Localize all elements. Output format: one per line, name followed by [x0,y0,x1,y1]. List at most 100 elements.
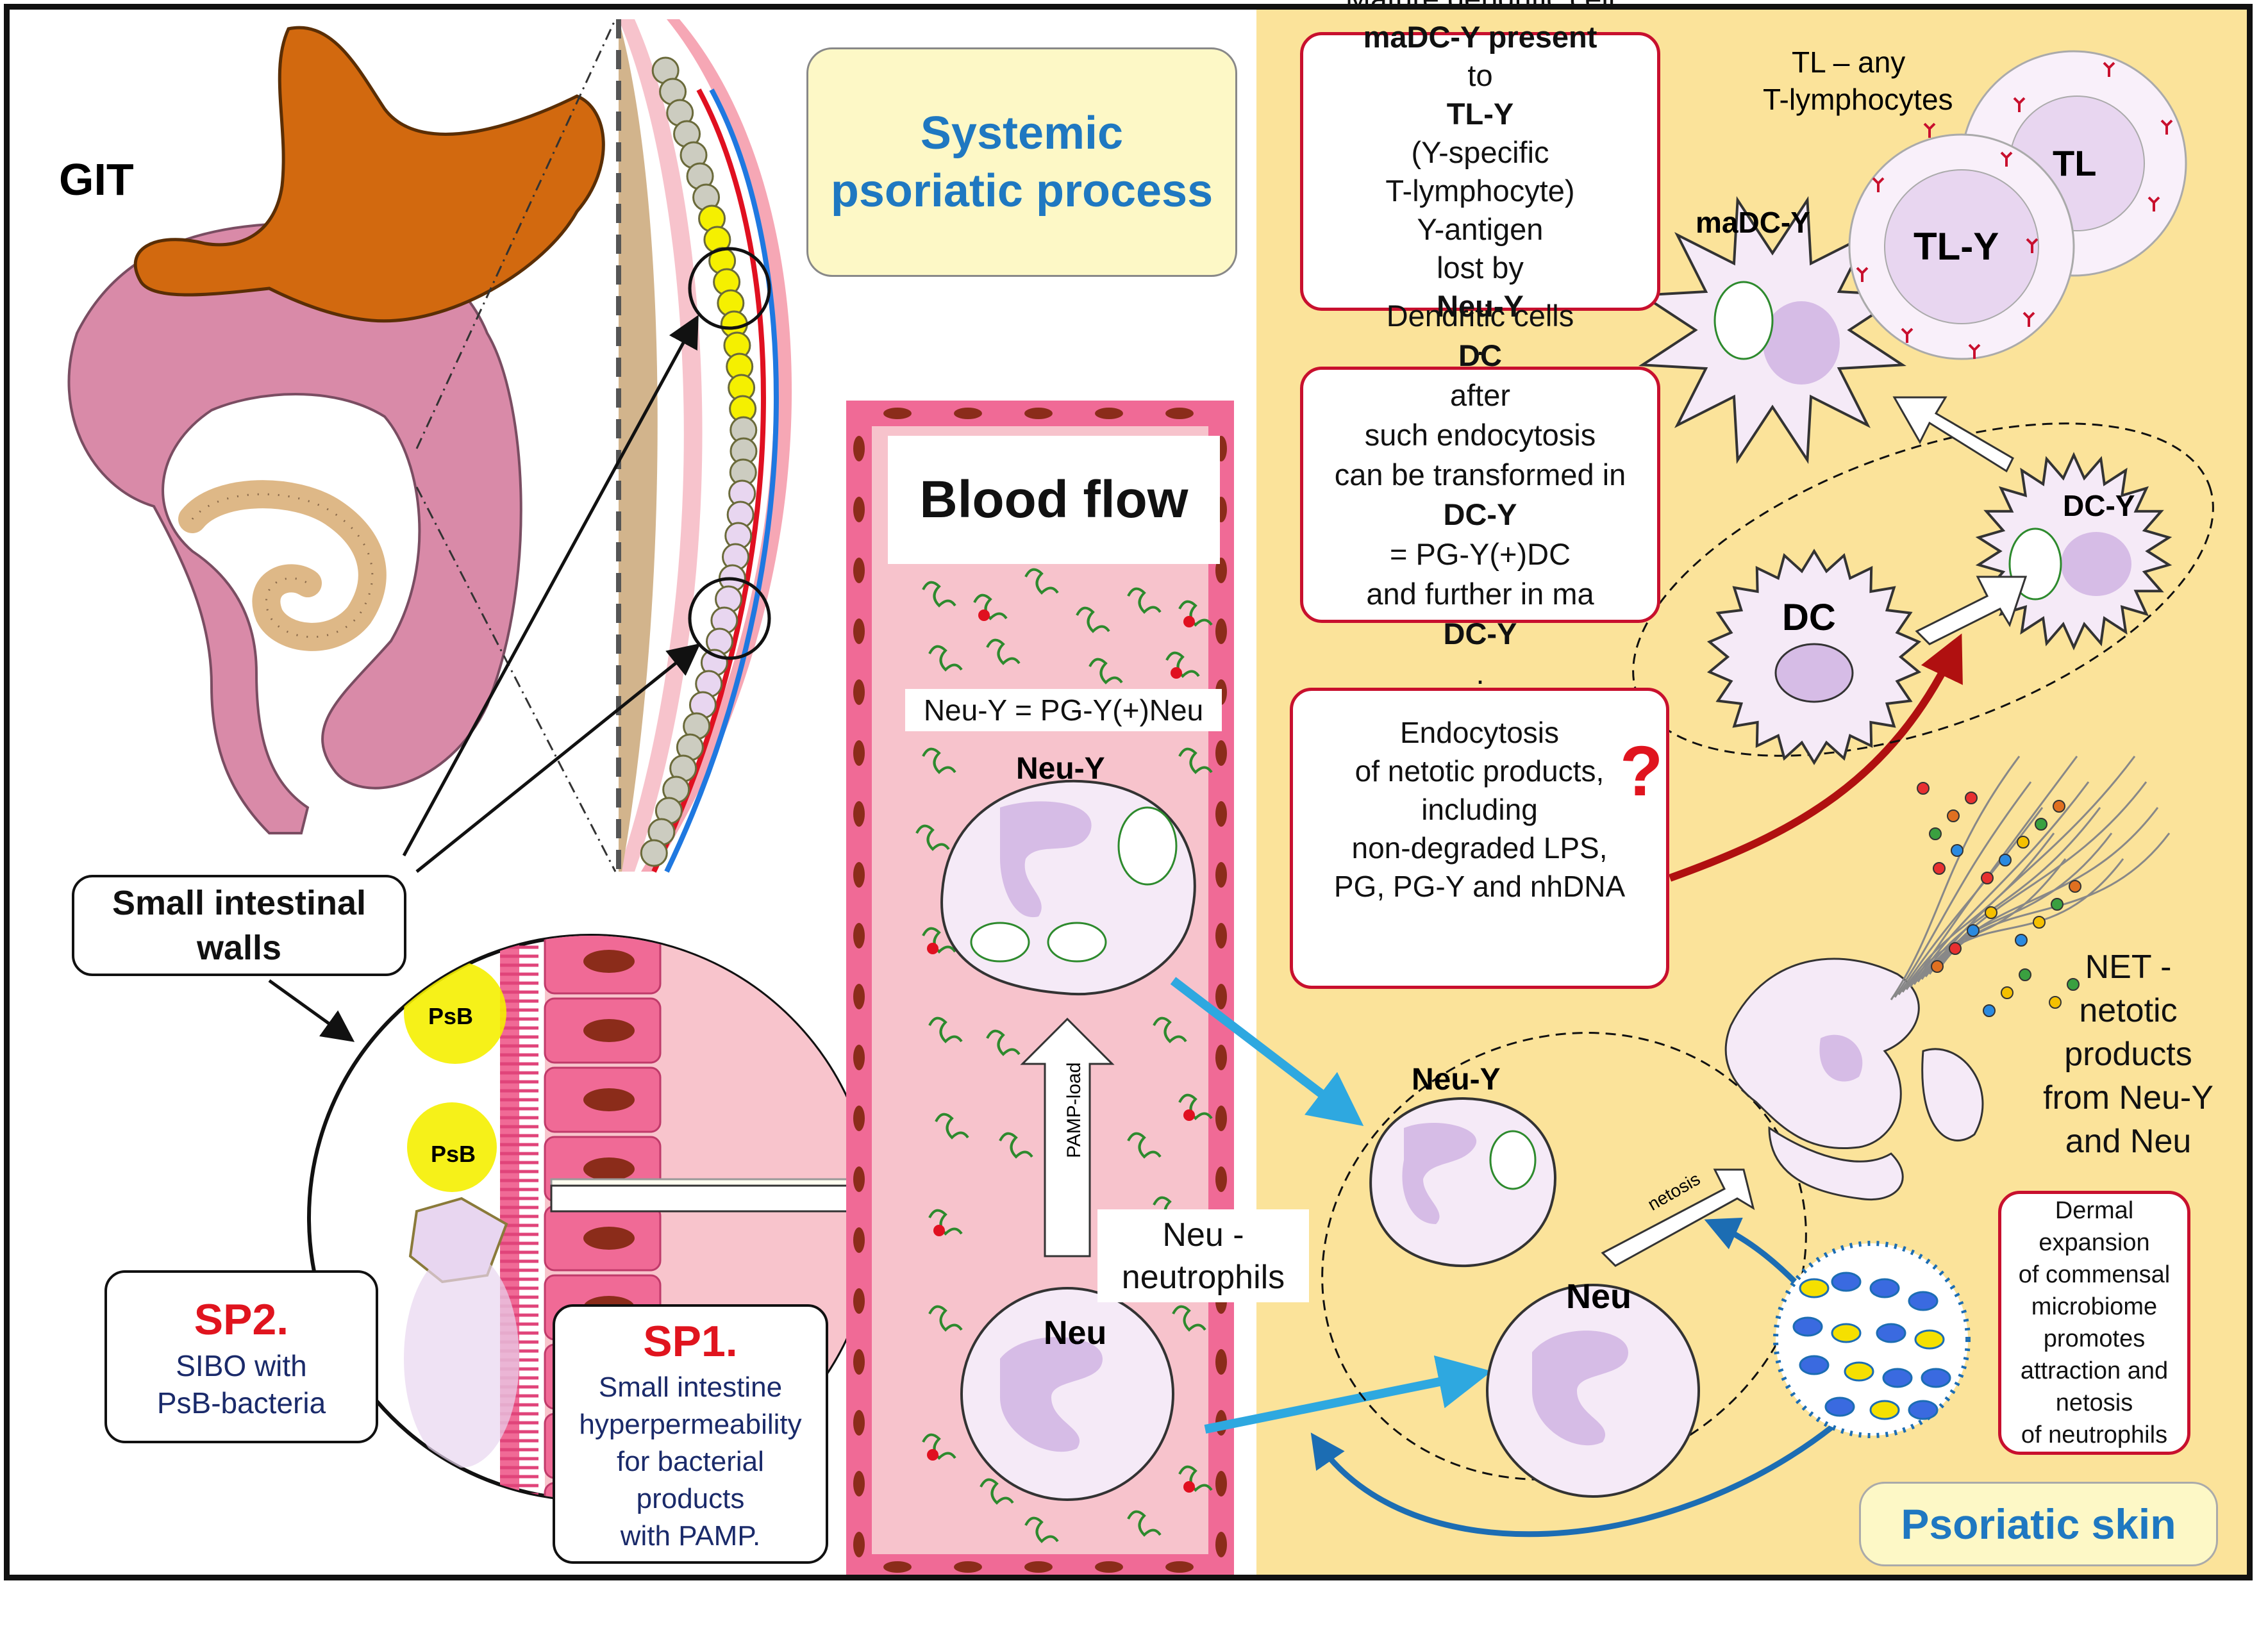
net-fibers [1890,756,2171,1017]
endo-line5: PG, PG-Y and nhDNA [1333,870,1626,903]
mature-line4: T-lymphocyte) [1385,173,1575,208]
blood-flow-label-box: Blood flow [888,436,1220,564]
attraction-arrow-lower [1310,1423,1835,1538]
dermal-line8: of neutrophils [2021,1422,2168,1448]
tl-any-line1: TL – any [1792,46,1906,79]
dc-y-label: DC-Y [2063,489,2135,522]
tl-y-cell [1848,133,2075,360]
dermal-expansion-box: Dermal expansion of commensal microbiome… [1998,1191,2190,1455]
neu-y-skin-label: Neu-Y [1412,1063,1501,1097]
neu-y-blood-label: Neu-Y [1016,752,1105,786]
mature-line3: to TL-Y (Y-specific [1411,58,1549,169]
dc-line3: can be transformed in [1334,458,1626,492]
small-intestinal-walls-box: Small intestinal walls [72,875,406,976]
endo-line2: of netotic products, [1355,754,1605,788]
endocytosis-arrow [1668,633,1963,882]
question-mark-icon: ? [1620,732,1663,811]
dc-label: DC [1782,597,1836,638]
dc-line2: such endocytosis [1364,418,1596,452]
stomach-illustration [133,26,605,323]
small-walls-line2: walls [196,929,282,967]
zoom-circle-upper [688,247,771,330]
psb-label-upper: PsB [428,1003,474,1029]
neu-y-equation-box: Neu-Y = PG-Y(+)Neu [905,689,1222,731]
tl-label: TL [2053,143,2097,183]
neutrophils-legend-line2: neutrophils [1121,1258,1285,1296]
neu-blood-label: Neu [1044,1314,1107,1352]
net-line5: and Neu [2065,1123,2192,1160]
sp1-box: SP1. Small intestine hyperpermeability f… [553,1304,828,1564]
dc-cell [1706,549,1922,765]
psb-label-lower: PsB [431,1141,476,1167]
attraction-arrow-upper [1704,1217,1797,1284]
systemic-title-line1: Systemic [920,108,1124,159]
dermal-line4: microbiome [2031,1293,2158,1320]
mature-line6: lost by Neu-Y. [1437,250,1524,361]
sp1-line5: with PAMP. [620,1520,761,1552]
sp1-line4: products [636,1482,745,1514]
systemic-process-panel: Systemic psoriatic process [806,47,1237,277]
net-line1: NET - [2085,949,2172,986]
blood-flow-title: Blood flow [919,470,1188,529]
net-products-illustration [1724,957,1984,1200]
villi-row [640,56,758,867]
neu-y-equation: Neu-Y = PG-Y(+)Neu [923,693,1204,727]
net-line4: from Neu-Y [2043,1079,2214,1116]
madc-y-label: maDC-Y [1696,206,1810,239]
mature-line5: Y-antigen [1417,211,1544,246]
endocytosis-box: Endocytosis of netotic products, includi… [1290,688,1669,989]
dermal-line7: netosis [2055,1389,2133,1416]
tcr-receptors [1856,62,2173,359]
mature-line2: maDC-Y present [1363,19,1597,54]
neutrophils-legend-box: Neu - neutrophils [1097,1209,1309,1302]
endo-line4: non-degraded LPS, [1351,831,1608,865]
mature-dc-box: Mature dendritic cell maDC-Y present to … [1300,0,1660,361]
net-line2: netotic [2079,992,2178,1029]
outer-frame [4,4,2253,1580]
neu-y-blood-cell [940,779,1196,996]
systemic-title-line2: psoriatic process [830,165,1213,217]
madc-transform-arrow [1892,396,2014,473]
psoriatic-skin-label-box: Psoriatic skin [1859,1482,2218,1566]
sp2-line2: PsB-bacteria [156,1386,326,1420]
sp1-line3: for bacterial [617,1445,764,1477]
net-description: NET - netotic products from Neu-Y and Ne… [2022,939,2234,1170]
sp1-line2: hyperpermeability [579,1408,802,1440]
tl-any-line2: T-lymphocytes [1763,83,1953,116]
neu-skin-label: Neu [1566,1277,1632,1316]
neu-y-skin-cell [1369,1097,1556,1268]
psoriatic-skin-title: Psoriatic skin [1901,1500,2176,1548]
git-label: GIT [59,154,134,204]
sp1-line1: Small intestine [598,1371,783,1403]
endo-line1: Endocytosis [1399,716,1559,749]
dc-transform-arrow [1915,576,2028,645]
small-walls-line1: Small intestinal [112,884,367,922]
pamp-load-arrow [1020,1017,1115,1257]
endo-line3: including [1421,793,1538,826]
microbiome-particles [1792,1272,1951,1420]
neu-skin-cell [1486,1284,1700,1498]
neutrophils-legend-line1: Neu - [1162,1216,1244,1254]
dermal-line2: expansion [2039,1229,2150,1256]
dermal-line5: promotes [2043,1325,2146,1352]
netosis-arrow [1601,1168,1755,1267]
dermal-line6: attraction and [2020,1357,2169,1384]
sp1-title: SP1. [643,1316,738,1366]
sp2-line1: SIBO with [176,1349,307,1382]
neu-migration-arrow [1204,1355,1492,1434]
zoom-circle-lower [688,577,771,660]
dermal-line1: Dermal [2055,1197,2134,1224]
pamp-particles [915,568,1213,1543]
dc-line4: DC-Y = PG-Y(+)DC [1389,497,1571,571]
neu-blood-cell [960,1287,1174,1501]
dc-transform-box: Dendritic cells DC after such endocytosi… [1300,299,1660,690]
neu-y-migration-arrow [1170,977,1364,1126]
dermal-line3: of commensal [2018,1261,2171,1288]
sp2-box: SP2. SIBO with PsB-bacteria [104,1270,378,1443]
madc-y-cell [1638,196,1906,464]
tl-y-label: TL-Y [1914,225,1999,268]
dc-line1: Dendritic cells DC after [1386,299,1574,412]
sp2-title: SP2. [194,1295,289,1344]
net-line3: products [2064,1036,2192,1073]
